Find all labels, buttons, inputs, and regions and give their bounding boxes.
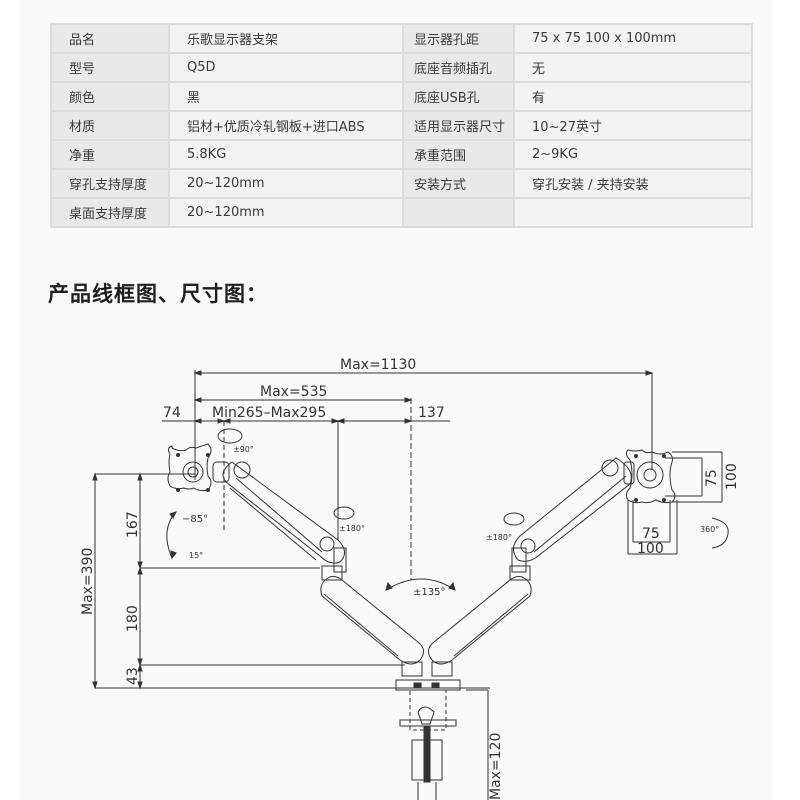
right-upper-arm: [511, 457, 635, 573]
rotate-90-arrow: [217, 428, 243, 444]
angle-swivel-left: ±180°: [339, 524, 365, 533]
dim-h-180: 180: [125, 605, 141, 632]
dim-max-390: Max=390: [80, 548, 96, 615]
rotate-360-arrow: [711, 517, 729, 549]
dim-line-clamp: [466, 689, 489, 800]
spec-value: 2~9KG: [515, 141, 751, 168]
dim-h-43: 43: [125, 667, 141, 685]
spec-label: 安装方式: [404, 170, 513, 197]
spec-label: 颜色: [52, 83, 168, 110]
spec-label: [404, 199, 513, 226]
dim-max-535: Max=535: [260, 384, 327, 400]
dim-arm-range: Min265–Max295: [212, 405, 326, 421]
spec-value: [515, 199, 751, 226]
spec-label: 底座音频插孔: [404, 54, 513, 81]
spec-value: 铝材+优质冷轧钢板+进口ABS: [170, 112, 402, 139]
angle-tilt-down: 15°: [189, 551, 203, 560]
spec-row: 颜色黑底座USB孔有: [52, 83, 751, 110]
dim-right-offset: 137: [418, 405, 445, 421]
spec-value: 20~120mm: [170, 170, 402, 197]
spec-value: 乐歌显示器支架: [170, 25, 402, 52]
dim-line-max-535: [193, 397, 413, 580]
right-vesa-plate: [625, 449, 676, 504]
section-title: 产品线框图、尺寸图：: [48, 282, 268, 306]
spec-value: 黑: [170, 83, 402, 110]
angle-rotate-360: 360°: [700, 525, 719, 534]
right-lower-arm: [428, 565, 532, 677]
dim-vesa-v-75: 75: [704, 469, 720, 487]
dim-line-arm-range: [162, 418, 450, 540]
swivel-left-arrow: [333, 506, 355, 520]
spec-value: 75 x 75 100 x 100mm: [515, 25, 751, 52]
dim-line-max-1130: [193, 370, 654, 480]
dim-vesa-h-75: 75: [642, 526, 660, 542]
dim-line-heights: [92, 472, 490, 690]
angle-tilt-up: −85°: [182, 514, 208, 525]
dim-line-vesa: [627, 451, 723, 555]
spec-label: 材质: [52, 112, 168, 139]
angle-rot-90: ±90°: [233, 445, 254, 454]
spec-label: 品名: [52, 25, 168, 52]
spec-label: 桌面支持厚度: [52, 199, 168, 226]
spec-label: 穿孔支持厚度: [52, 170, 168, 197]
dim-max-1130: Max=1130: [340, 357, 416, 373]
spec-label: 底座USB孔: [404, 83, 513, 110]
spec-value: 20~120mm: [170, 199, 402, 226]
spec-label: 型号: [52, 54, 168, 81]
spec-value: 10~27英寸: [515, 112, 751, 139]
spec-value: 无: [515, 54, 751, 81]
angle-base-rot: ±135°: [413, 587, 445, 598]
angle-swivel-right: ±180°: [486, 533, 512, 542]
left-vesa-plate: [167, 443, 212, 492]
spec-label: 适用显示器尺寸: [404, 112, 513, 139]
dim-clamp-max-120: Max=120: [488, 733, 504, 800]
base-rotation-arrow: [385, 578, 456, 591]
spec-value: 有: [515, 83, 751, 110]
spec-value: 5.8KG: [170, 141, 402, 168]
spec-value: Q5D: [170, 54, 402, 81]
spec-label: 净重: [52, 141, 168, 168]
spec-label: 承重范围: [404, 141, 513, 168]
spec-value: 穿孔安装 / 夹持安装: [515, 170, 751, 197]
swivel-right-arrow: [503, 512, 525, 526]
left-lower-arm: [320, 565, 424, 677]
dim-vesa-v-100: 100: [724, 463, 740, 490]
tilt-arrow: [166, 511, 177, 560]
dim-left-offset: 74: [163, 405, 181, 421]
dim-vesa-h-100: 100: [637, 541, 664, 557]
spec-label: 显示器孔距: [404, 25, 513, 52]
desk-base-clamp: [395, 679, 461, 800]
dim-h-167: 167: [125, 511, 141, 538]
left-upper-arm: [212, 461, 347, 573]
